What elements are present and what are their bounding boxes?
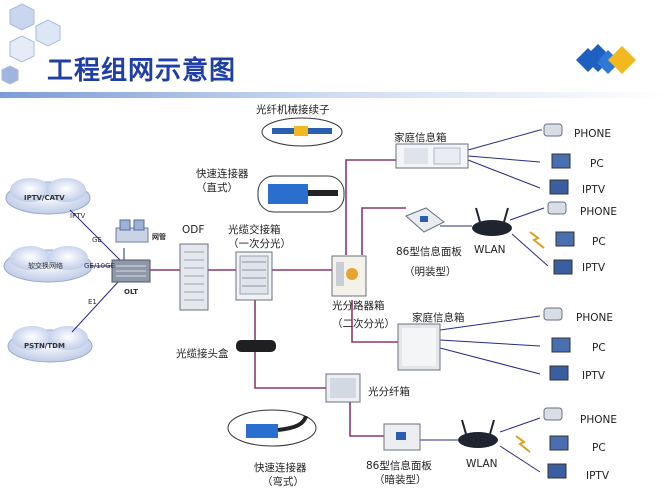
terminal-phone-label: PHONE	[580, 206, 617, 218]
home-box-1-icon	[395, 143, 469, 169]
terminal-iptv-label: IPTV	[582, 370, 606, 382]
fast-conn-bent-label-2: （弯式）	[262, 476, 304, 488]
cloud-pstn-icon	[7, 326, 93, 363]
tv-icon	[553, 259, 573, 275]
terminals-group-2	[547, 201, 575, 275]
olt-label: OLT	[124, 288, 139, 296]
panel-86-open-icon	[405, 207, 445, 233]
splice-closure-icon	[236, 340, 276, 352]
cloud-iptv-label: IPTV/CATV	[24, 194, 65, 202]
cross-box-label-1: 光缆交接箱	[228, 224, 281, 236]
phone-icon	[543, 123, 563, 137]
odf-icon	[179, 243, 209, 311]
cloud-softswitch-icon	[3, 246, 93, 283]
link-iptv-label: IPTV	[70, 212, 86, 220]
terminal-pc-label: PC	[590, 158, 604, 170]
panel-86-open-label-2: （明装型）	[404, 266, 457, 278]
terminal-iptv-label: IPTV	[586, 470, 610, 482]
pc-icon	[551, 153, 571, 169]
link-ge-label: GE	[92, 236, 102, 244]
device-lines	[420, 129, 549, 473]
netmgmt-icon	[115, 219, 149, 243]
panel-86-hidden-icon	[383, 423, 421, 451]
brand-logo-icon	[576, 44, 636, 74]
terminal-phone-label: PHONE	[576, 312, 613, 324]
home-box-1-label: 家庭信息箱	[394, 132, 447, 144]
odf-label: ODF	[182, 224, 205, 236]
phone-icon	[543, 307, 563, 321]
tv-icon	[549, 179, 569, 195]
terminal-iptv-label: IPTV	[582, 262, 606, 274]
core-links	[69, 209, 125, 333]
fast-connector-bent-icon	[227, 409, 317, 447]
home-box-2-label: 家庭信息箱	[412, 312, 465, 324]
terminals-group-4	[543, 407, 569, 479]
terminal-phone-label: PHONE	[580, 414, 617, 426]
mech-splice-icon	[261, 117, 343, 147]
link-ge10-label: GE/10GE	[84, 262, 115, 270]
fast-conn-straight-label-2: （直式）	[196, 182, 238, 194]
fast-connector-straight-icon	[257, 175, 345, 213]
panel-86-hidden-label-1: 86型信息面板	[366, 460, 432, 472]
fiber-lines	[150, 159, 406, 437]
panel-86-open-label-1: 86型信息面板	[396, 246, 462, 258]
olt-icon	[111, 259, 151, 283]
pc-icon	[555, 231, 575, 247]
fiber-box-label: 光分纤箱	[368, 386, 410, 398]
home-box-2-icon	[397, 323, 441, 371]
hex-decoration-icon	[1, 3, 61, 85]
wireless-lightning-icon-2	[515, 435, 531, 453]
cross-box-label-2: （一次分光）	[228, 238, 291, 250]
wlan-router-1-icon	[472, 207, 512, 236]
pc-icon	[551, 337, 571, 353]
wlan-1-label: WLAN	[474, 244, 506, 256]
terminal-iptv-label: IPTV	[582, 184, 606, 196]
netmgmt-label: 网管	[152, 233, 166, 241]
splice-closure-label: 光缆接头盒	[176, 348, 229, 360]
splitter-box-icon	[331, 255, 367, 297]
cloud-pstn-label: PSTN/TDM	[24, 342, 65, 350]
fast-conn-straight-label-1: 快速连接器	[196, 168, 249, 180]
cross-box-icon	[235, 251, 273, 301]
terminals-group-3	[543, 307, 571, 381]
mech-splice-label: 光纤机械接续子	[256, 104, 330, 116]
phone-icon	[543, 407, 563, 421]
panel-86-hidden-label-2: （暗装型）	[374, 474, 427, 486]
terminal-pc-label: PC	[592, 342, 606, 354]
terminal-phone-label: PHONE	[574, 128, 611, 140]
terminal-pc-label: PC	[592, 442, 606, 454]
wlan-2-label: WLAN	[466, 458, 498, 470]
header-bar	[0, 92, 667, 98]
fast-conn-bent-label-1: 快速连接器	[254, 462, 307, 474]
tv-icon	[547, 463, 567, 479]
splitter-box-label-2: （二次分光）	[332, 318, 395, 330]
pc-icon	[549, 435, 569, 451]
link-e1-label: E1	[88, 298, 97, 306]
splitter-box-label-1: 光分路器箱	[332, 300, 385, 312]
terminals-group-1	[543, 123, 571, 195]
fiber-box-icon	[325, 373, 361, 403]
terminal-pc-label: PC	[592, 236, 606, 248]
cloud-iptv-icon	[5, 178, 91, 215]
page-title: 工程组网示意图	[47, 56, 237, 86]
cloud-softswitch-label: 软交换网络	[28, 262, 63, 270]
phone-icon	[547, 201, 567, 215]
wlan-router-2-icon	[458, 419, 498, 448]
tv-icon	[549, 365, 569, 381]
wireless-lightning-icon	[529, 231, 545, 249]
